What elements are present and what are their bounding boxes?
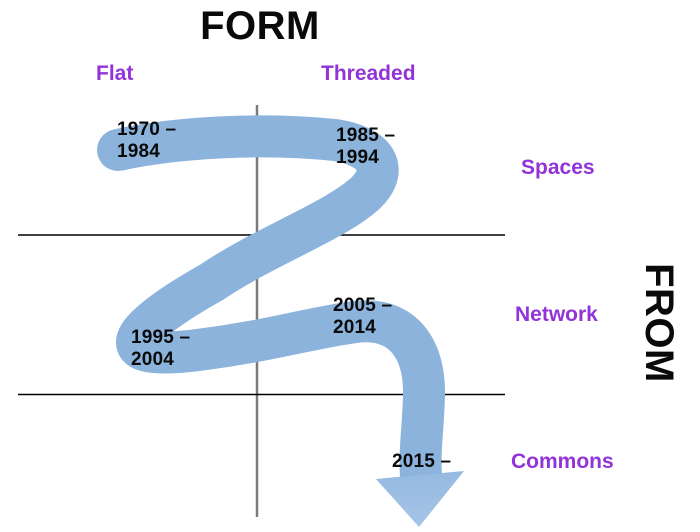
column-header-flat: Flat: [96, 62, 134, 85]
period-line1: 1995 –: [131, 327, 191, 348]
row-label-commons: Commons: [511, 450, 614, 473]
period-line1: 1970 –: [117, 119, 177, 140]
period-line2: 2004: [131, 349, 175, 370]
period-line1: 2015 –: [392, 451, 452, 472]
period-line2: 1994: [336, 147, 380, 168]
period-line2: 2014: [333, 317, 377, 338]
flow-ribbon: [97, 115, 464, 527]
axis-right-label: FROM: [637, 263, 681, 383]
row-label-spaces: Spaces: [521, 156, 595, 179]
period-line2: 1984: [117, 141, 161, 162]
period-2015: 2015 –: [392, 451, 451, 473]
period-1985-1994: 1985 – 1994: [336, 125, 395, 169]
period-1970-1984: 1970 – 1984: [117, 119, 176, 163]
period-2005-2014: 2005 – 2014: [333, 295, 392, 339]
period-line1: 1985 –: [336, 125, 396, 146]
page-title: FORM: [200, 4, 320, 48]
period-line1: 2005 –: [333, 295, 393, 316]
ribbon-path: [113, 115, 445, 478]
column-header-threaded: Threaded: [321, 62, 416, 85]
arrowhead-icon: [376, 471, 464, 527]
row-label-network: Network: [515, 303, 598, 326]
period-1995-2004: 1995 – 2004: [131, 327, 190, 371]
